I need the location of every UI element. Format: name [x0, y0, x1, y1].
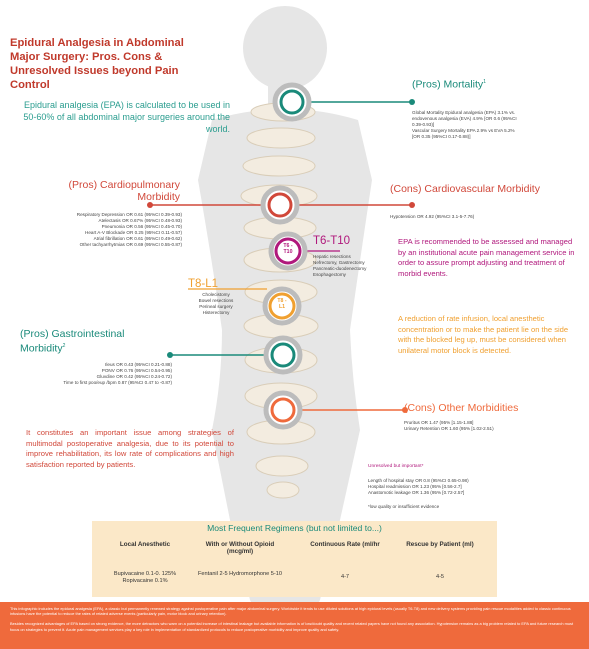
dot	[409, 99, 415, 105]
detail-line: endovenous analgesia (EVA) 4.9% [OR 0.6 …	[412, 116, 517, 121]
procedure-line: Histerectomy	[202, 310, 230, 315]
intro-text: Epidural analgesia (EPA) is calculated t…	[23, 100, 230, 134]
detail-line: Gluvdine OR 0.42 (95%CI 0.24-0.72)	[96, 374, 172, 379]
epa-reduction-text: A reduction of rate infusion, local anes…	[398, 314, 569, 355]
other-morbidities-heading: (Cons) Other Morbidities	[404, 402, 519, 414]
detail-line: Atrial fibrillation OR 0.61 (95%CI 0.49-…	[93, 236, 182, 241]
t6-t10-ring	[268, 231, 308, 271]
gastro-heading-text: (Pros) Gastrointestinal Morbidity	[20, 328, 125, 355]
detail-line: PONV OR 0.76 (95%CI 0.54-0.95)	[101, 368, 172, 373]
detail-line: Length of hospital stay OR 0.8 (95%CI 0.…	[368, 478, 469, 483]
table-cell: 4-7	[340, 574, 350, 580]
t8-l1-heading: T8-L1	[188, 278, 219, 290]
t6-t10-heading: T6-T10	[313, 235, 351, 247]
cardiopulmonary-details: Respiratory Depression OR 0.61 (95%CI 0.…	[40, 212, 182, 248]
table-header: Rescue by Patient (ml)	[406, 541, 474, 548]
detail-line: Time to first poo/eup /bpm 0.87 (95%CI 0…	[63, 380, 172, 385]
dot	[402, 407, 408, 413]
detail-line: Urinary Retention OR 1.60 (95% [1.02-2.5…	[404, 426, 494, 431]
footer-paragraph: This infographic includes the epidural a…	[10, 606, 571, 617]
t6-badge: T6 - T10	[276, 243, 300, 255]
unresolved-note: *low quality or insufficient evidence	[368, 504, 440, 509]
detail-line: Anastomotic leakage OR 1.36 (95% [0.72-2…	[368, 490, 465, 495]
badge-text: T8 -	[277, 298, 287, 304]
table-cell: 4-5	[435, 574, 445, 580]
procedure-line: Bowel resections	[198, 298, 234, 303]
detail-line: [OR 0.35 (95%CI 0.17-0.88)]	[412, 134, 471, 139]
t8-l1-procedures: Cholecistomy Bowel resections Perineal s…	[176, 292, 256, 316]
footer-banner: This infographic includes the epidural a…	[0, 602, 589, 649]
unresolved-heading: Unresolved but important*	[368, 464, 424, 469]
dot	[409, 202, 415, 208]
page-title: Epidural Analgesia in Abdominal Major Su…	[10, 37, 184, 91]
mortality-details: Global Mortality Epidural analgesia (EPA…	[412, 110, 582, 140]
dot	[167, 352, 173, 358]
gastro-details: Ileus OR 0.43 (95%CI 0.21-0.88) PONV OR …	[22, 362, 172, 386]
table-cell: Fentanil 2-5 Hydromorphone 5-10	[198, 571, 282, 577]
detail-line: Global Mortality Epidural analgesia (EPA…	[412, 110, 516, 115]
other-morbidities-details: Pruritus OR 1.47 (95% [1.15-1.88] Urinar…	[404, 420, 574, 432]
detail-line: Heart A-V Blockade OR 0.25 (95%CI 0.11-0…	[85, 230, 182, 235]
other-ring	[263, 390, 303, 430]
footer-paragraph: Besides recognized advantages of EPA bas…	[10, 621, 574, 632]
table-header: Continuous Rate (ml/hr	[310, 541, 380, 548]
detail-line: Hypotension OR 4.92 (95%CI 3.1-5-7.76)	[390, 214, 475, 219]
gastro-sup: 2	[62, 343, 66, 349]
table-header: With or Without Opioid (mcg/ml)	[205, 541, 275, 555]
procedure-line: Perineal surgery	[199, 304, 233, 309]
mortality-heading: (Pros) Mortality1	[412, 76, 486, 91]
mortality-ring	[272, 82, 312, 122]
table-header: Local Anesthetic	[119, 541, 171, 548]
dot	[147, 202, 153, 208]
detail-line: Ileus OR 0.43 (95%CI 0.21-0.88)	[105, 362, 172, 367]
regimens-table	[92, 521, 497, 597]
t6-t10-procedures: Hepatic resections Nefrectomy, Gastrecto…	[313, 254, 403, 278]
important-issue-text: It constitutes an important issue among …	[26, 428, 234, 469]
procedure-line: Pancreatic-duodenectomy	[313, 266, 367, 271]
detail-line: Hospital readmission OR 1.23 (95% [0.56-…	[368, 484, 462, 489]
silhouette	[198, 6, 372, 640]
detail-line: Respiratory Depression OR 0.61 (95%CI 0.…	[76, 212, 182, 217]
table-cell: Bupivacaine 0.1-0. 125% Ropivacaine 0.1%	[113, 571, 177, 584]
t8-l1-ring	[262, 286, 302, 326]
badge-text: T10	[283, 249, 293, 255]
detail-line: Pruritus OR 1.47 (95% [1.15-1.88]	[404, 420, 474, 425]
detail-line: Atelectasis OR 0.67% (95%CI 0.48-0.93)	[98, 218, 183, 223]
cardio-ring	[260, 185, 300, 225]
procedure-line: Cholecistomy	[202, 292, 230, 297]
gastro-heading: (Pros) Gastrointestinal Morbidity2	[20, 328, 170, 355]
mortality-heading-text: (Pros) Mortality	[412, 78, 484, 91]
cardiovascular-details: Hypotension OR 4.92 (95%CI 3.1-5-7.76)	[390, 214, 560, 220]
procedure-line: Hepatic resections	[313, 254, 351, 259]
procedure-line: Esophagectomy	[313, 272, 346, 277]
regimens-title: Most Frequent Regimens (but not limited …	[207, 523, 382, 533]
detail-line: Pneumonia OR 0.56 (95%CI 0.45-0.70)	[101, 224, 182, 229]
detail-line: Vascular Surgery Mortality EPA 2.9% vs E…	[412, 128, 515, 133]
t8-badge: T8 - L1	[270, 298, 294, 310]
gastro-ring	[263, 335, 303, 375]
cardiopulmonary-heading: (Pros) Cardiopulmonary Morbidity	[68, 179, 180, 203]
epa-recommend-text: EPA is recommended to be assessed and ma…	[398, 237, 575, 278]
unresolved-details: Length of hospital stay OR 0.8 (95%CI 0.…	[368, 478, 548, 496]
procedure-line: Nefrectomy, Gastrectomy	[313, 260, 365, 265]
mortality-sup: 1	[483, 79, 486, 85]
detail-line: 0.39-0.93)]	[412, 122, 435, 127]
badge-text: T6 -	[283, 243, 293, 249]
cardiovascular-heading: (Cons) Cardiovascular Morbidity	[390, 183, 540, 195]
detail-line: Other tachyarrhytmias OR 0.69 (95%CI 0.5…	[79, 242, 182, 247]
badge-text: L1	[278, 304, 286, 310]
